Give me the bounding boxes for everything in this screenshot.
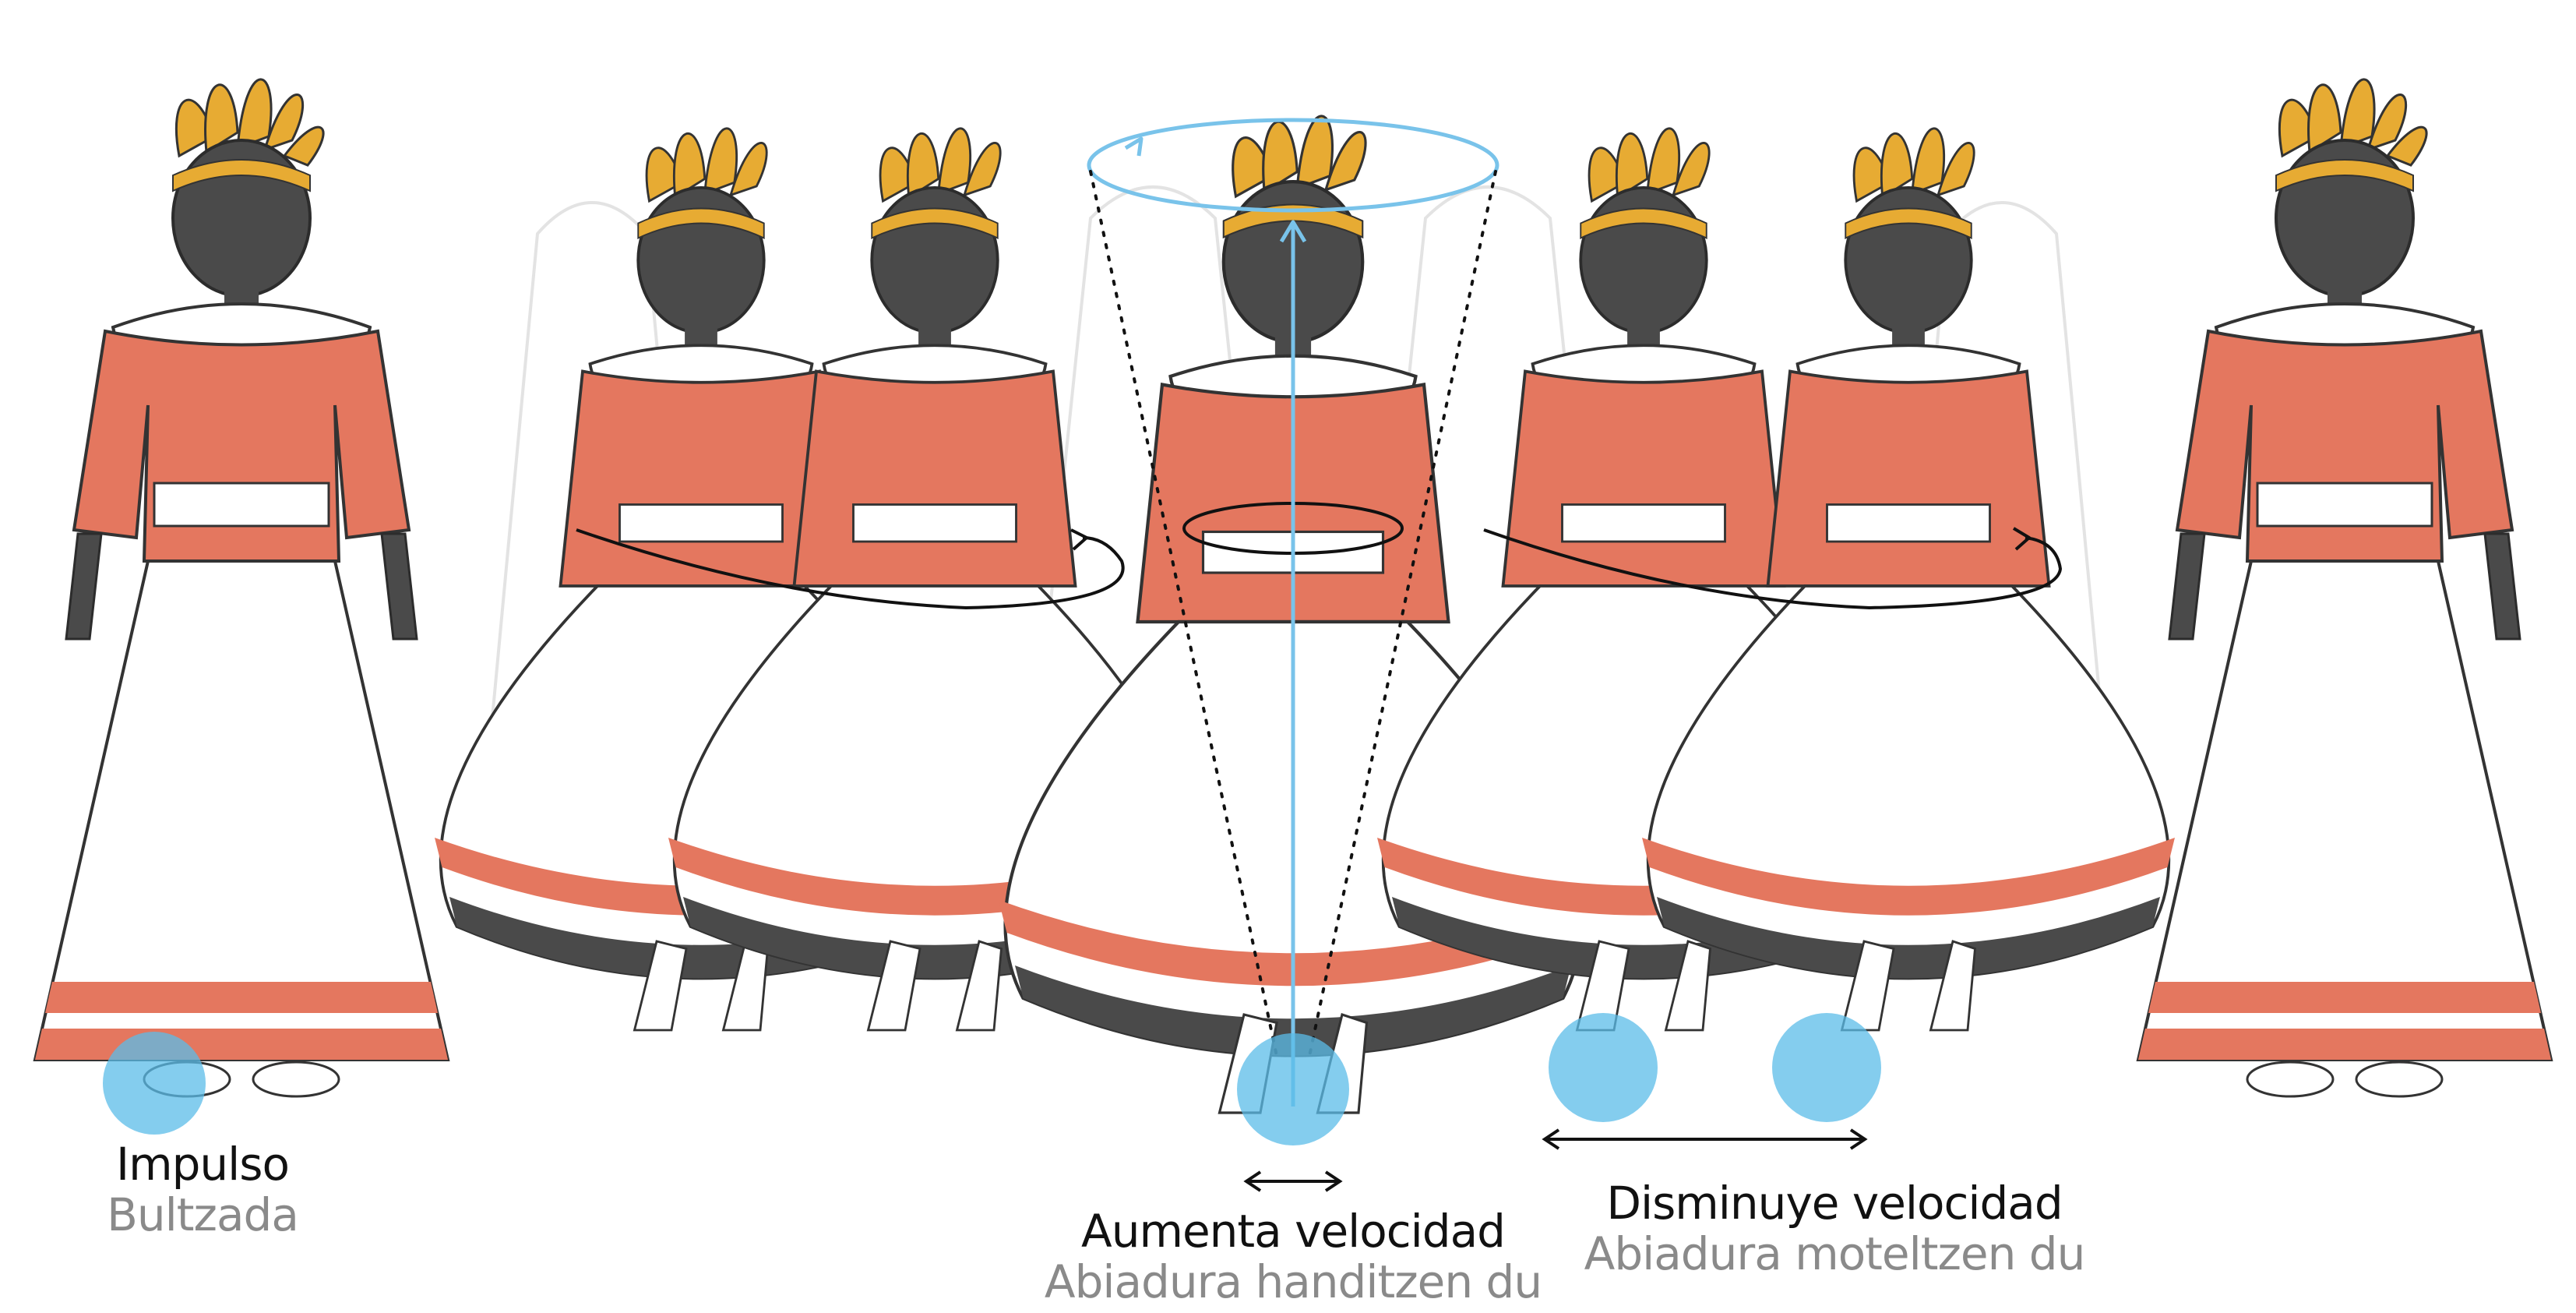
foot-highlight-icon [103, 1032, 206, 1135]
label-slow-down: Disminuye velocidad Abiadura moteltzen d… [1531, 1178, 2138, 1279]
dancer-right-standing [2138, 79, 2551, 1096]
label-slow-down-eu: Abiadura moteltzen du [1531, 1229, 2138, 1279]
double-arrow-icon [1545, 1130, 1865, 1149]
label-impulse: Impulso Bultzada [70, 1139, 335, 1241]
label-speed-up-eu: Abiadura handitzen du [958, 1257, 1628, 1308]
label-slow-down-es: Disminuye velocidad [1531, 1178, 2138, 1229]
dancer-left-standing [35, 79, 448, 1096]
foot-highlight-icon [1772, 1013, 1881, 1122]
label-impulse-es: Impulso [70, 1139, 335, 1190]
foot-highlight-icon [1549, 1013, 1658, 1122]
label-impulse-eu: Bultzada [70, 1190, 335, 1241]
label-speed-up: Aumenta velocidad Abiadura handitzen du [958, 1206, 1628, 1308]
foot-highlight-icon [1237, 1033, 1349, 1145]
double-arrow-icon [1246, 1172, 1340, 1191]
label-speed-up-es: Aumenta velocidad [958, 1206, 1628, 1257]
